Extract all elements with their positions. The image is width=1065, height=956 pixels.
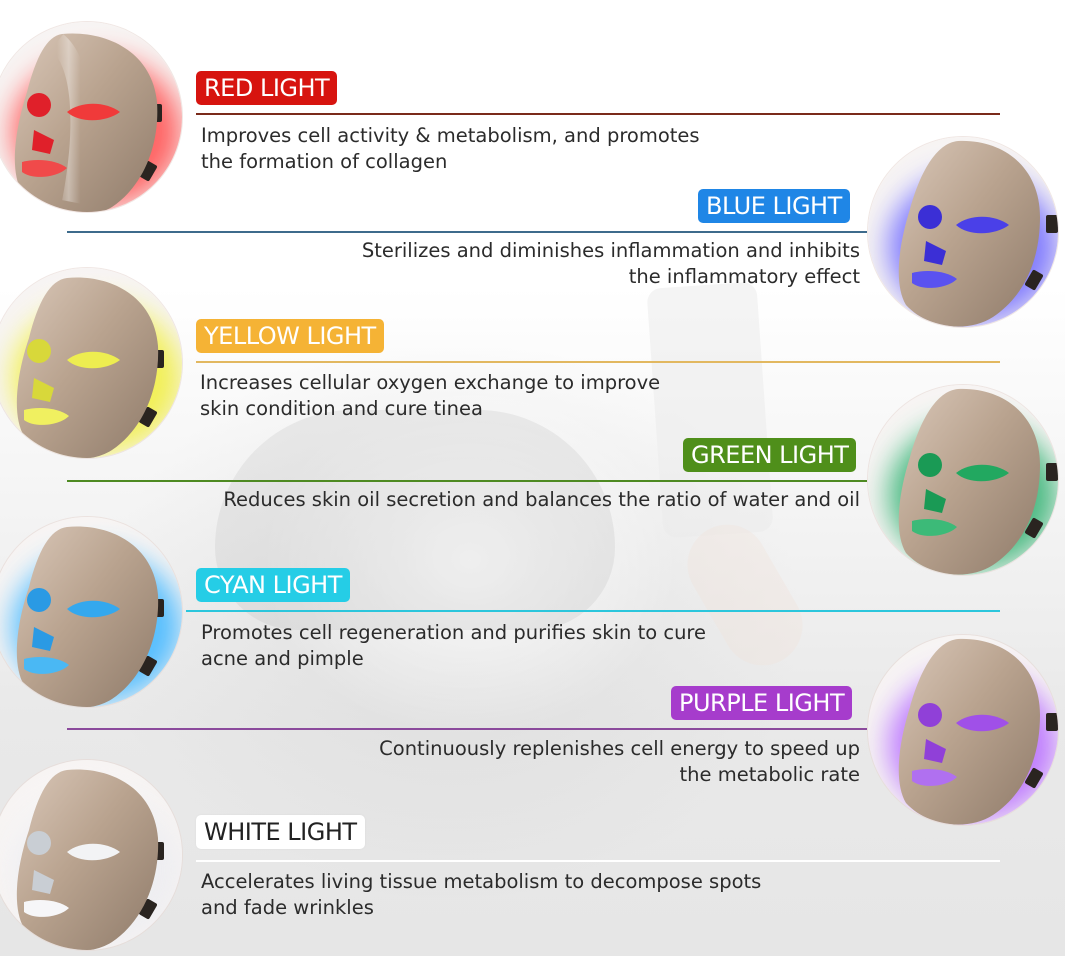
purple-light-description: Continuously replenishes cell energy to … xyxy=(379,736,860,788)
description-line: Sterilizes and diminishes inflammation a… xyxy=(361,239,860,262)
red-light-description: Improves cell activity & metabolism, and… xyxy=(201,123,700,175)
description-line: acne and pimple xyxy=(201,647,364,670)
purple-light-divider xyxy=(67,728,867,730)
led-mask-icon xyxy=(16,769,164,950)
led-mask-icon xyxy=(16,277,164,458)
green-light-description: Reduces skin oil secretion and balances … xyxy=(223,487,860,513)
led-mask-icon xyxy=(898,388,1058,575)
blue-light-description: Sterilizes and diminishes inflammation a… xyxy=(362,238,860,290)
cyan-light-divider xyxy=(186,610,1000,612)
description-line: the inflammatory effect xyxy=(628,265,860,288)
white-light-description: Accelerates living tissue metabolism to … xyxy=(201,869,761,921)
red-light-badge: RED LIGHT xyxy=(196,71,338,105)
description-line: Improves cell activity & metabolism, and… xyxy=(201,124,700,147)
white-light-mask-image xyxy=(0,760,182,950)
cyan-light-mask-image xyxy=(0,517,182,707)
purple-light-badge: PURPLE LIGHT xyxy=(671,686,853,720)
green-light-badge: GREEN LIGHT xyxy=(683,438,857,472)
yellow-light-description: Increases cellular oxygen exchange to im… xyxy=(200,370,660,422)
cyan-light-description: Promotes cell regeneration and purifies … xyxy=(201,620,706,672)
yellow-light-mask-image xyxy=(0,268,182,458)
description-line: the formation of collagen xyxy=(201,150,448,173)
led-mask-icon xyxy=(14,33,162,212)
description-line: and fade wrinkles xyxy=(201,896,374,919)
description-line: Promotes cell regeneration and purifies … xyxy=(201,621,707,644)
blue-light-mask-image xyxy=(868,137,1058,327)
description-line: Increases cellular oxygen exchange to im… xyxy=(200,371,661,394)
purple-light-mask-image xyxy=(868,635,1058,825)
led-mask-icon xyxy=(898,140,1058,327)
red-light-mask-image xyxy=(0,22,182,212)
yellow-light-badge: YELLOW LIGHT xyxy=(196,319,384,353)
yellow-light-divider xyxy=(196,361,1000,363)
description-line: Reduces skin oil secretion and balances … xyxy=(223,488,860,511)
blue-light-divider xyxy=(67,231,867,233)
white-light-badge: WHITE LIGHT xyxy=(196,815,365,849)
blue-light-badge: BLUE LIGHT xyxy=(698,189,850,223)
description-line: Accelerates living tissue metabolism to … xyxy=(201,870,762,893)
red-light-divider xyxy=(196,113,1000,115)
green-light-mask-image xyxy=(868,385,1058,575)
green-light-divider xyxy=(67,480,867,482)
description-line: the metabolic rate xyxy=(679,763,860,786)
led-mask-icon xyxy=(898,638,1058,825)
led-mask-icon xyxy=(16,526,164,707)
description-line: Continuously replenishes cell energy to … xyxy=(379,737,860,760)
cyan-light-badge: CYAN LIGHT xyxy=(196,568,350,602)
description-line: skin condition and cure tinea xyxy=(200,397,483,420)
white-light-divider xyxy=(196,860,1000,862)
